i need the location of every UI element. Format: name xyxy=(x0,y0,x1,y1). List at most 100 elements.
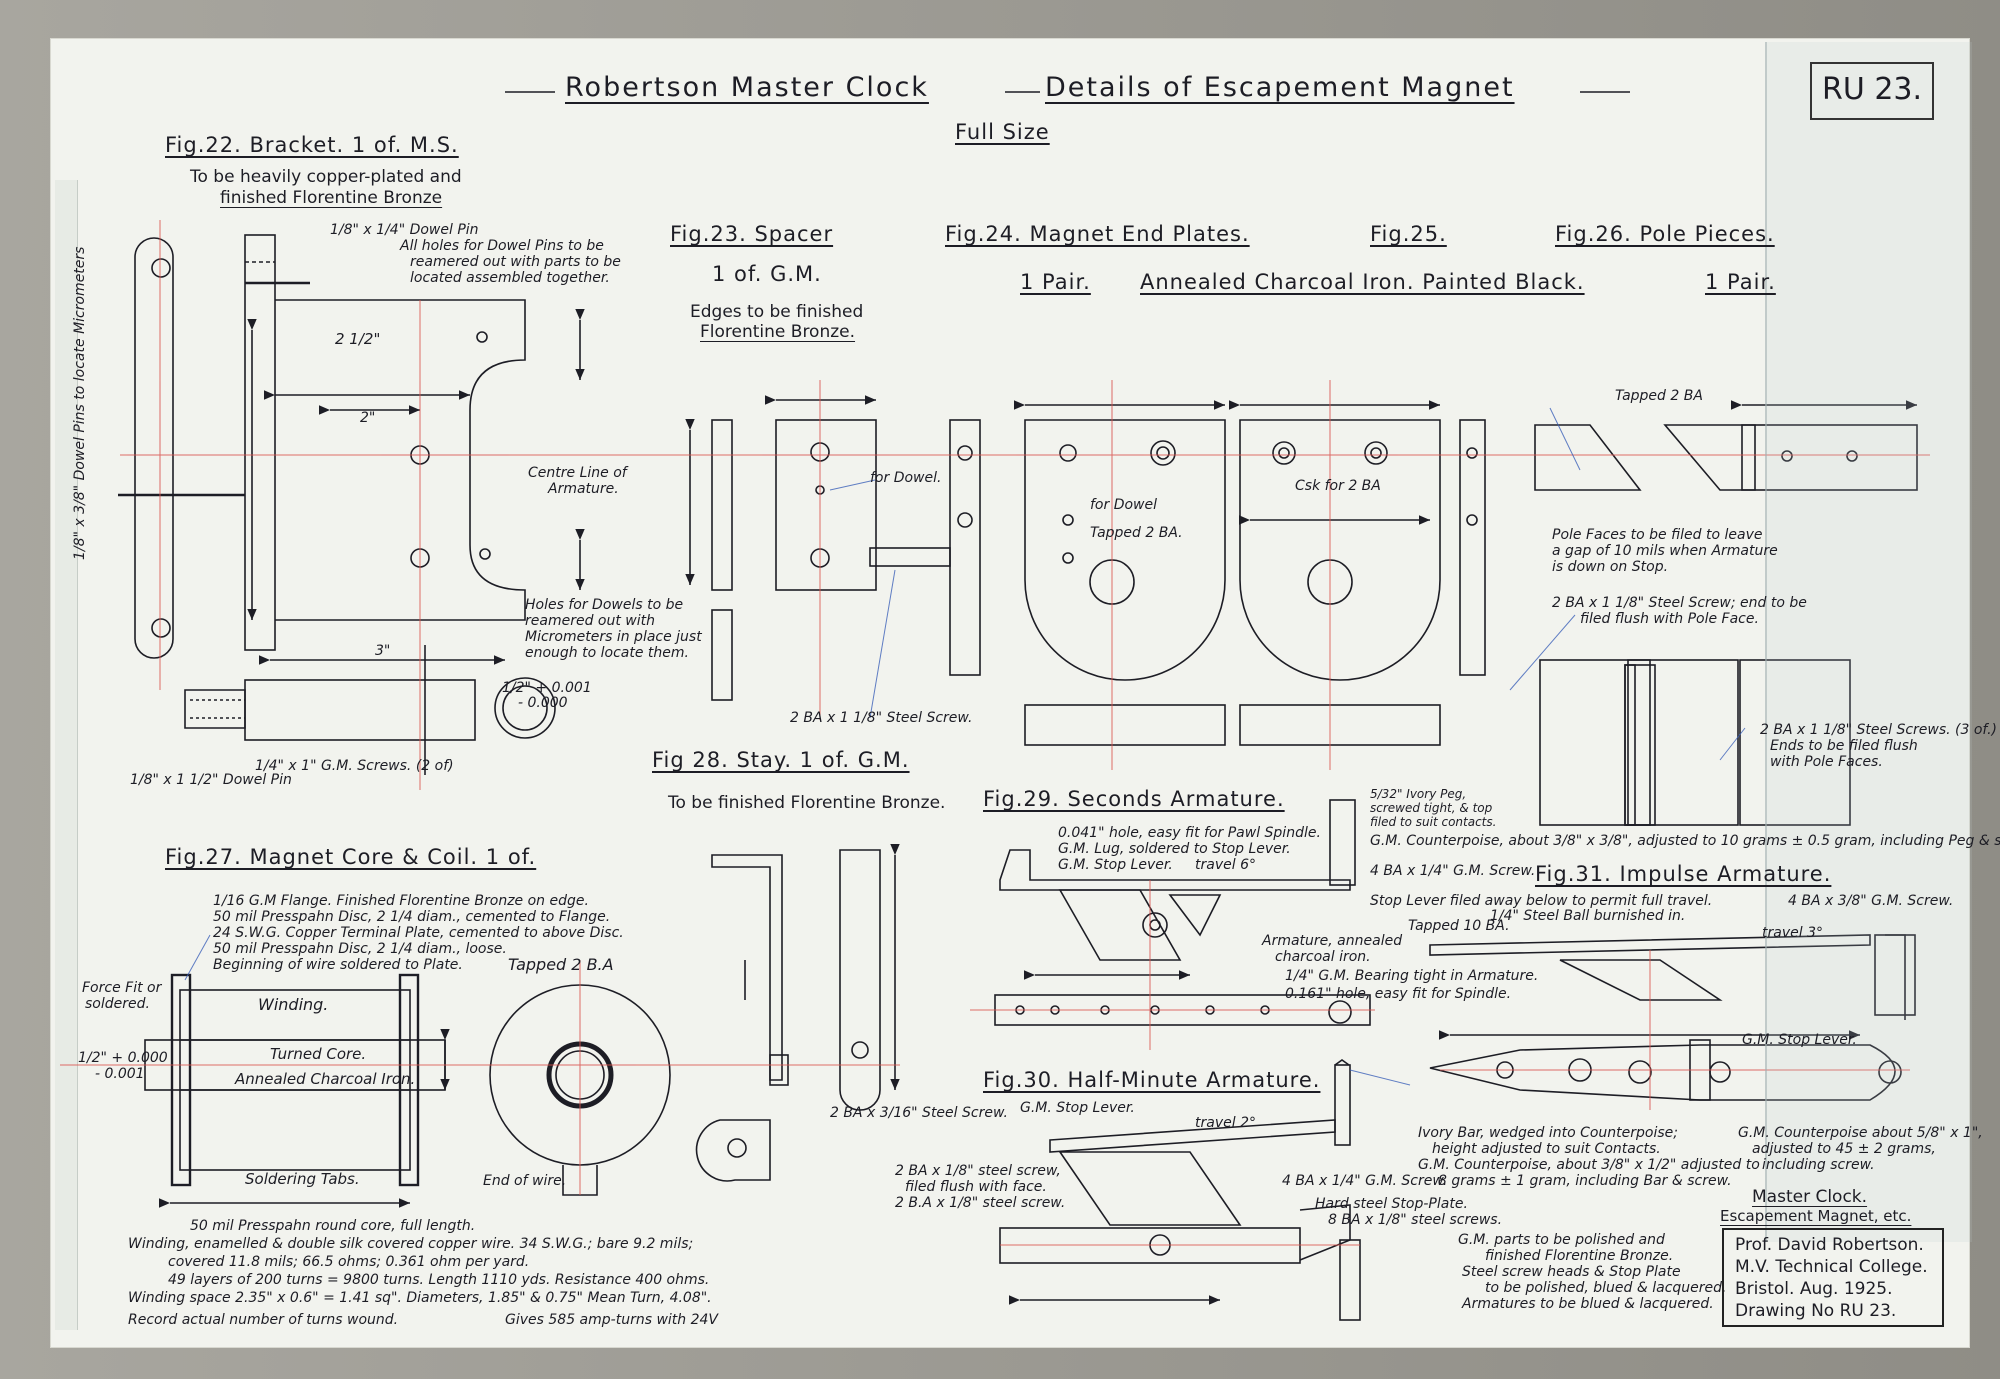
fig27-spec-l1: 1/16 G.M Flange. Finished Florentine Bro… xyxy=(213,893,589,909)
title-block-drawing-no: Drawing No RU 23. xyxy=(1735,1301,1897,1321)
fig27-annealed: Annealed Charcoal Iron. xyxy=(235,1070,416,1088)
fig22-dim-2-1-2: 2 1/2" xyxy=(335,330,381,348)
fig30-counter-2: 8 grams ± 1 gram, including Bar & screw. xyxy=(1438,1173,1732,1189)
fig28-note: To be finished Florentine Bronze. xyxy=(668,793,946,813)
fig31-counter-1: G.M. Counterpoise about 5/8" x 1", xyxy=(1738,1125,1983,1141)
fig26-screw-2: filed flush with Pole Face. xyxy=(1580,611,1759,627)
left-tape-strip xyxy=(55,180,78,1330)
fig26-pair: 1 Pair. xyxy=(1705,270,1776,294)
scale-note: Full Size xyxy=(955,120,1050,144)
fig24-pair: 1 Pair. xyxy=(1020,270,1091,294)
fig22-holes-1: Holes for Dowels to be xyxy=(525,597,684,613)
fig30-title: Fig.30. Half-Minute Armature. xyxy=(983,1068,1321,1092)
fig27-end-of-wire: End of wire. xyxy=(483,1173,567,1189)
fig29-ivory-3: filed to suit contacts. xyxy=(1370,815,1497,829)
fig27-soldering-tabs: Soldering Tabs. xyxy=(245,1170,360,1188)
fig29-bearing: 1/4" G.M. Bearing tight in Armature. xyxy=(1285,968,1539,984)
fig22-dowel-note-3: located assembled together. xyxy=(410,270,610,286)
fig22-centre-line-1: Centre Line of xyxy=(528,465,627,481)
fig22-dim-2: 2" xyxy=(360,410,376,426)
fig27-spec-l2: 50 mil Presspahn Disc, 2 1/4 diam., ceme… xyxy=(213,909,611,925)
fig29-hole-2: 0.161" hole, easy fit for Spindle. xyxy=(1285,986,1512,1002)
fig25-csk: Csk for 2 BA xyxy=(1295,478,1381,494)
fig27-core-tol: - 0.001 xyxy=(95,1066,145,1082)
fig24-end-plates-drawing xyxy=(869,400,1486,746)
title-block-date: Bristol. Aug. 1925. xyxy=(1735,1279,1893,1299)
fig27-winding-spec-3: 49 layers of 200 turns = 9800 turns. Len… xyxy=(168,1272,710,1288)
fig27-spec-l4: 50 mil Presspahn Disc, 2 1/4 diam., loos… xyxy=(213,941,507,957)
title-block-box xyxy=(1722,1228,1944,1327)
fig30-counter-1: G.M. Counterpoise, about 3/8" x 1/2" adj… xyxy=(1418,1157,1760,1173)
fig30-half-minute-armature-drawing xyxy=(999,1059,1361,1321)
footnote-1: G.M. parts to be polished and xyxy=(1458,1232,1665,1248)
fig27-winding-spec-1: Winding, enamelled & double silk covered… xyxy=(128,1236,694,1252)
fig31-counter-2: adjusted to 45 ± 2 grams, xyxy=(1752,1141,1936,1157)
fig27-winding-spec-2: covered 11.8 mils; 66.5 ohms; 0.361 ohm … xyxy=(168,1254,530,1270)
fig31-travel: travel 3° xyxy=(1762,925,1823,941)
fig27-title: Fig.27. Magnet Core & Coil. 1 of. xyxy=(165,845,537,869)
fig23-spacer-drawing xyxy=(685,395,877,701)
fig27-soldered: soldered. xyxy=(85,996,150,1012)
fig26-screw-1: 2 BA x 1 1/8" Steel Screw; end to be xyxy=(1552,595,1807,611)
title-block-heading-1: Master Clock. xyxy=(1752,1187,1868,1207)
footnote-4: to be polished, blued & lacquered. xyxy=(1485,1280,1727,1296)
fig27-spec-l5: Beginning of wire soldered to Plate. xyxy=(213,957,463,973)
fig31-counter-3: including screw. xyxy=(1762,1157,1875,1173)
fig29-gm-screw: 4 BA x 1/4" G.M. Screw. xyxy=(1370,863,1536,879)
fig29-lug: G.M. Lug, soldered to Stop Lever. xyxy=(1058,841,1291,857)
fig27-tapped: Tapped 2 B.A xyxy=(508,955,614,974)
drawing-title: Robertson Master Clock xyxy=(565,72,929,103)
footnote-2: finished Florentine Bronze. xyxy=(1485,1248,1674,1264)
drawing-ref-box xyxy=(1810,62,1934,120)
fig22-dowel-pin-2: 1/8" x 1 1/2" Dowel Pin xyxy=(130,772,292,788)
fig22-dim-tol-1: 1/2" + 0.001 xyxy=(502,680,592,696)
fig30-travel: travel 2° xyxy=(1195,1115,1256,1131)
fig24-for-dowel: for Dowel xyxy=(1090,497,1157,513)
fig22-vertical-note: 1/8" x 3/8" Dowel Pins to locate Microme… xyxy=(72,246,88,560)
fig26-screws-3b: Ends to be filed flush xyxy=(1770,738,1918,754)
fig30-ivory-2: height adjusted to suit Contacts. xyxy=(1432,1141,1661,1157)
fig22-centre-line-2: Armature. xyxy=(548,481,619,497)
fig27-winding-spec-6: Gives 585 amp-turns with 24V xyxy=(505,1312,718,1328)
fig30-screw-1: 2 BA x 1/8" steel screw, xyxy=(895,1163,1061,1179)
fig30-gm-screw: 4 BA x 1/4" G.M. Screw. xyxy=(1282,1173,1448,1189)
title-block-author: Prof. David Robertson. xyxy=(1735,1235,1924,1255)
fig23-material: 1 of. G.M. xyxy=(712,262,822,286)
fig24-tapped: Tapped 2 BA. xyxy=(1090,525,1183,541)
fig31-title: Fig.31. Impulse Armature. xyxy=(1535,862,1832,886)
drawing-subtitle: Details of Escapement Magnet xyxy=(1045,72,1515,103)
fig27-presspahn: 50 mil Presspahn round core, full length… xyxy=(190,1218,476,1234)
fig22-dowel-pin: 1/8" x 1/4" Dowel Pin xyxy=(330,222,479,238)
fig30-hard-steel-2: 8 BA x 1/8" steel screws. xyxy=(1328,1212,1503,1228)
fig29-travel: travel 6° xyxy=(1195,857,1256,873)
fig26-note-2: a gap of 10 mils when Armature xyxy=(1552,543,1778,559)
fig22-holes-2: reamered out with xyxy=(525,613,655,629)
fig27-spec-l3: 24 S.W.G. Copper Terminal Plate, cemente… xyxy=(213,925,624,941)
fig30-screw-2: 2 B.A x 1/8" steel screw. xyxy=(895,1195,1066,1211)
fig26-screws-3a: 2 BA x 1 1/8" Steel Screws. (3 of.) xyxy=(1760,722,1998,738)
fig22-dim-3: 3" xyxy=(375,643,391,659)
fig22-note-2: finished Florentine Bronze xyxy=(220,188,443,208)
fig28-title: Fig 28. Stay. 1 of. G.M. xyxy=(652,748,910,772)
footnote-5: Armatures to be blued & lacquered. xyxy=(1462,1296,1714,1312)
fig22-holes-3: Micrometers in place just xyxy=(525,629,702,645)
fig26-title: Fig.26. Pole Pieces. xyxy=(1555,222,1775,246)
fig29-ivory-2: screwed tight, & top xyxy=(1370,801,1493,815)
fig31-tapped: Tapped 10 BA. xyxy=(1408,918,1510,934)
fig27-core-dia: 1/2" + 0.000 xyxy=(78,1050,168,1066)
fig26-note-1: Pole Faces to be filed to leave xyxy=(1552,527,1763,543)
fig27-winding: Winding. xyxy=(258,995,329,1014)
fig29-counterpoise: G.M. Counterpoise, about 3/8" x 3/8", ad… xyxy=(1370,833,2000,849)
fig22-screws: 1/4" x 1" G.M. Screws. (2 of) xyxy=(255,758,454,774)
fig29-title: Fig.29. Seconds Armature. xyxy=(983,787,1285,811)
fig27-winding-spec-4: Winding space 2.35" x 0.6" = 1.41 sq". D… xyxy=(128,1290,712,1306)
footnote-3: Steel screw heads & Stop Plate xyxy=(1462,1264,1681,1280)
fig29-armature-1: Armature, annealed xyxy=(1262,933,1403,949)
fig26-tapped: Tapped 2 BA xyxy=(1615,388,1703,404)
fig23-screw: 2 BA x 1 1/8" Steel Screw. xyxy=(790,710,973,726)
fig26-screws-3c: with Pole Faces. xyxy=(1770,754,1883,770)
fig22-dowel-note-2: reamered out with parts to be xyxy=(410,254,621,270)
fig30-hard-steel: Hard steel Stop-Plate. xyxy=(1315,1196,1468,1212)
